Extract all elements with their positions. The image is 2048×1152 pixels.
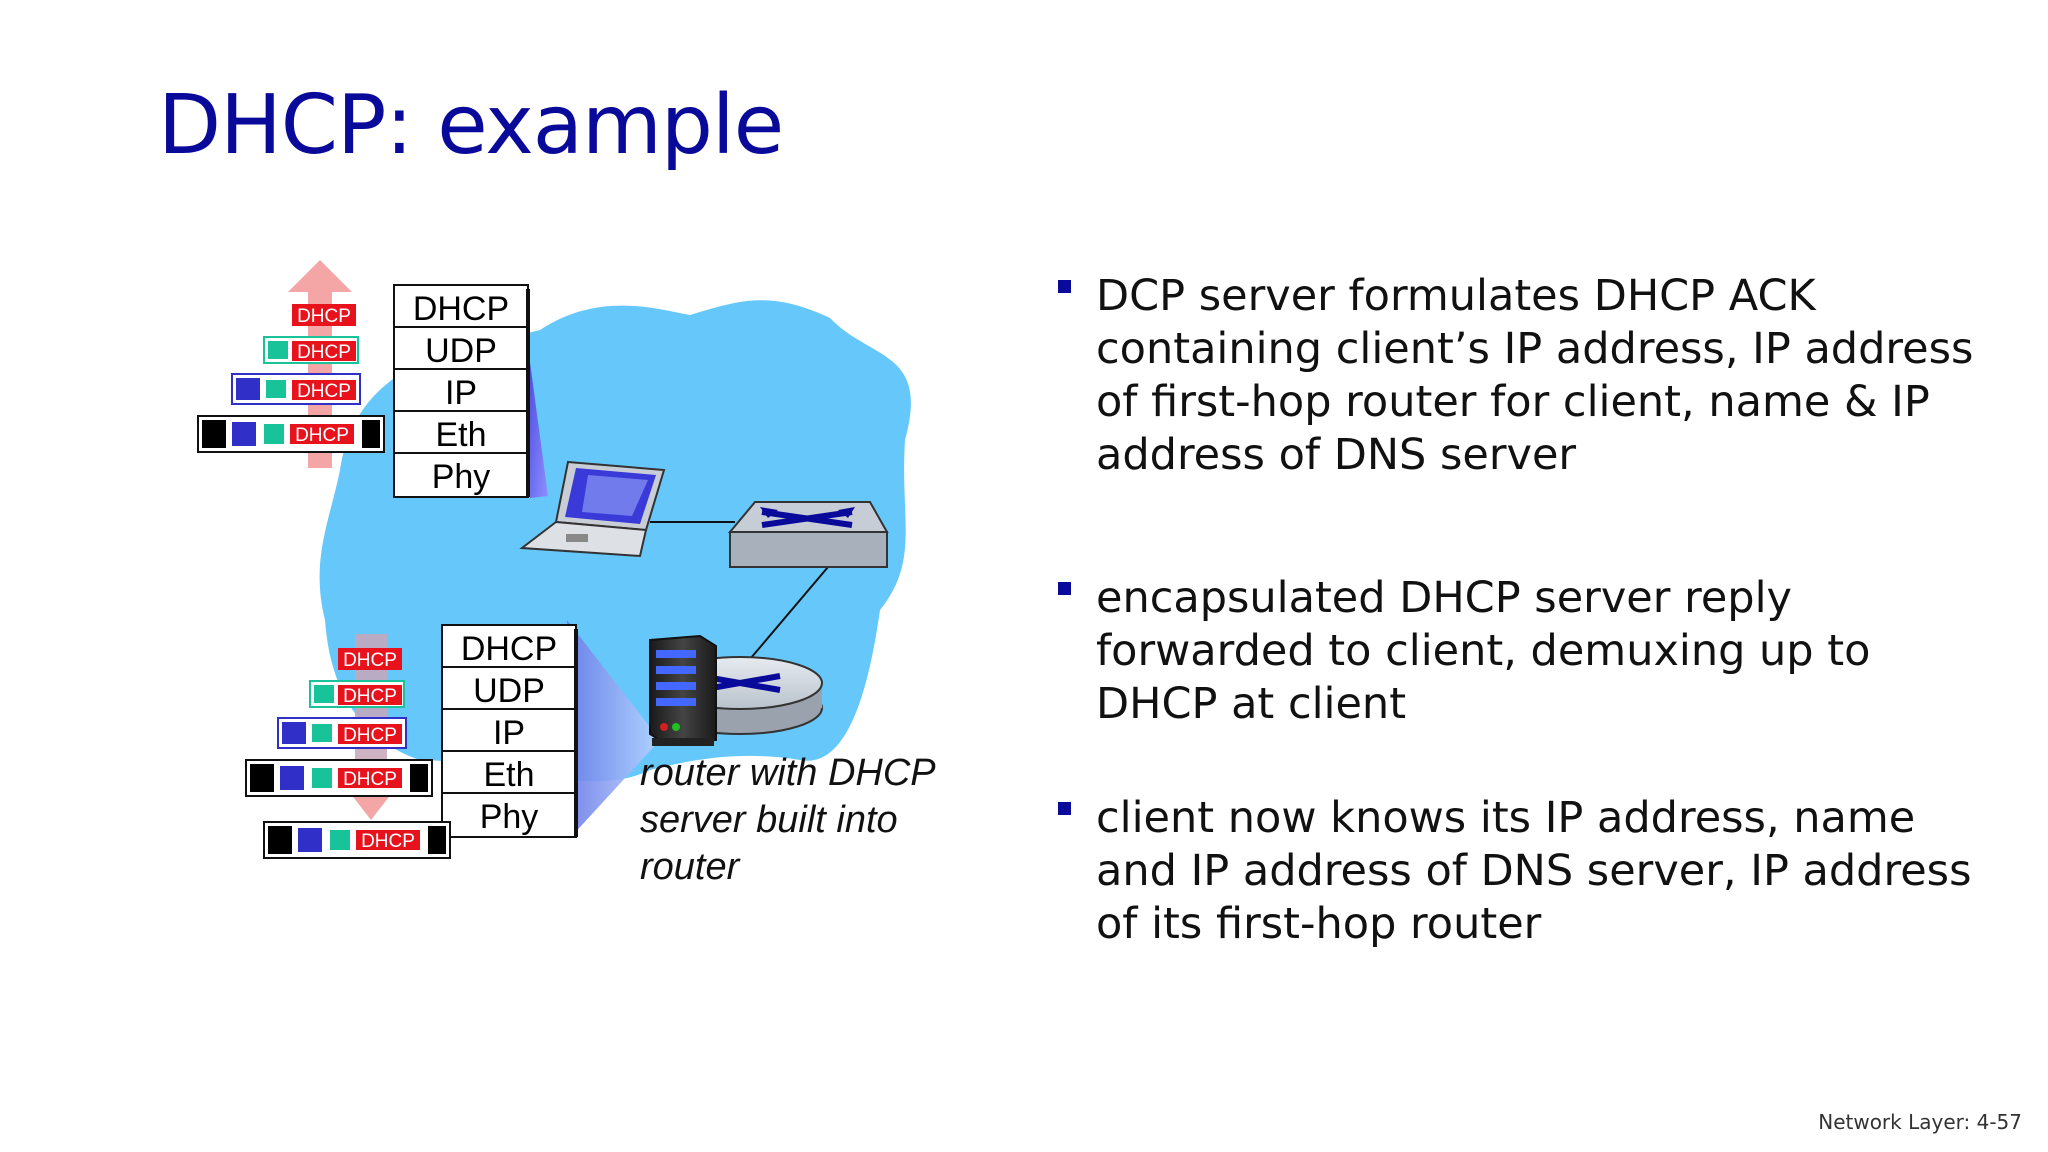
svg-text:DHCP: DHCP: [343, 769, 397, 790]
client-stack-dhcp: DHCP: [413, 290, 509, 328]
bullet-marker: [1058, 582, 1071, 595]
svg-text:DHCP: DHCP: [361, 831, 415, 852]
client-packet-udp: DHCP: [263, 336, 359, 364]
client-packet-delivered: DHCP: [263, 821, 451, 859]
client-stack-udp: UDP: [425, 332, 497, 370]
client-protocol-stack: DHCP UDP IP Eth Phy: [393, 284, 530, 498]
laptop-icon: [519, 460, 666, 558]
client-stack-eth: Eth: [435, 416, 486, 454]
router-packet-dhcp: DHCP: [338, 648, 402, 671]
router-stack-udp: UDP: [473, 672, 545, 710]
router-stack-phy: Phy: [480, 798, 539, 836]
svg-text:DHCP: DHCP: [343, 686, 397, 707]
svg-text:DHCP: DHCP: [297, 306, 351, 327]
router-protocol-stack: DHCP UDP IP Eth Phy: [441, 624, 578, 838]
router-packet-eth: DHCP: [245, 759, 433, 797]
router-caption: router with DHCP server built into route…: [640, 752, 936, 888]
svg-text:DHCP: DHCP: [297, 381, 351, 402]
bullet-marker: [1058, 802, 1071, 815]
bullet-marker: [1058, 280, 1071, 293]
bullet-3: client now knows its IP address, name an…: [1058, 792, 1998, 951]
router-stack-eth: Eth: [483, 756, 534, 794]
client-packet-ip: DHCP: [231, 373, 361, 405]
switch-icon: [727, 501, 889, 568]
slide-footer: Network Layer: 4-57: [1818, 1110, 2022, 1134]
svg-text:DHCP: DHCP: [295, 425, 349, 446]
link-switch-router: [744, 566, 829, 666]
client-stack-phy: Phy: [432, 458, 491, 496]
router-stack-dhcp: DHCP: [461, 630, 557, 668]
server-icon: [649, 634, 717, 746]
client-packet-eth: DHCP: [197, 415, 385, 453]
slide-title: DHCP: example: [158, 78, 784, 173]
svg-text:DHCP: DHCP: [343, 650, 397, 671]
router-packet-ip: DHCP: [277, 717, 407, 749]
client-packet-dhcp: DHCP: [292, 304, 356, 327]
svg-text:DHCP: DHCP: [297, 342, 351, 363]
bullet-1: DCP server formulates DHCP ACK containin…: [1058, 270, 1998, 482]
router-stack-ip: IP: [493, 714, 525, 752]
router-packet-udp: DHCP: [309, 680, 405, 708]
svg-text:DHCP: DHCP: [343, 725, 397, 746]
bullet-3-text: client now knows its IP address, name an…: [1096, 793, 1972, 949]
bullet-1-text: DCP server formulates DHCP ACK containin…: [1096, 271, 1974, 480]
bullet-2: encapsulated DHCP server reply forwarded…: [1058, 572, 1998, 731]
bullet-2-text: encapsulated DHCP server reply forwarded…: [1096, 573, 1871, 729]
client-stack-ip: IP: [445, 374, 477, 412]
router-beam: [567, 620, 660, 838]
